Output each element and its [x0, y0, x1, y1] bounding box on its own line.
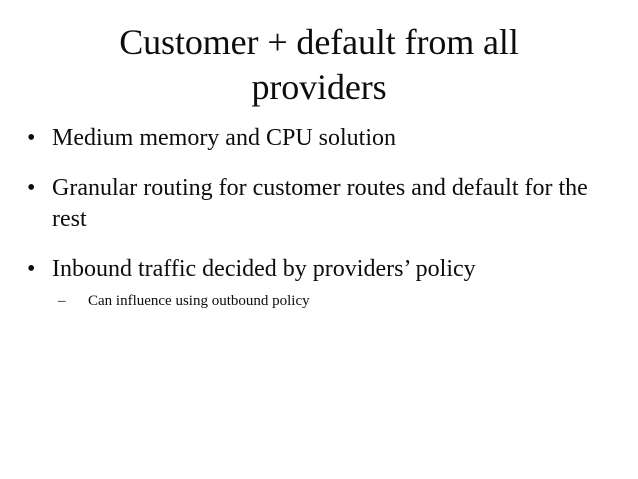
sub-bullet-list: – Can influence using outbound policy	[52, 291, 616, 312]
list-item-text: Medium memory and CPU solution	[52, 125, 396, 151]
dash-marker-icon: –	[58, 293, 66, 309]
list-item: • Inbound traffic decided by providers’ …	[22, 254, 616, 312]
bullet-marker-icon: •	[27, 175, 36, 201]
list-item: • Medium memory and CPU solution	[22, 123, 616, 154]
list-item-text: Granular routing for customer routes and…	[52, 175, 588, 232]
list-item-text: Inbound traffic decided by providers’ po…	[52, 256, 476, 282]
list-item: • Granular routing for customer routes a…	[22, 173, 616, 235]
bullet-list: • Medium memory and CPU solution • Granu…	[22, 123, 616, 314]
sub-list-item: – Can influence using outbound policy	[52, 291, 616, 312]
sub-list-item-text: Can influence using outbound policy	[88, 293, 310, 309]
bullet-marker-icon: •	[27, 256, 36, 282]
bullet-marker-icon: •	[27, 125, 36, 151]
page-title: Customer + default from all providers	[119, 22, 519, 107]
